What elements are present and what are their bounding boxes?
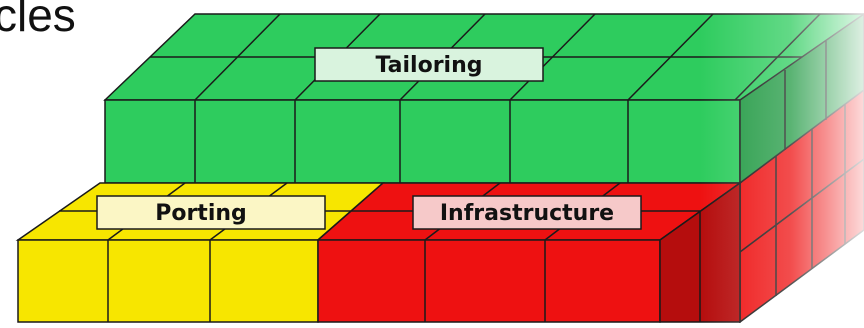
tailoring-label-box	[314, 47, 544, 82]
tailoring-label-text: Tailoring	[375, 53, 482, 78]
slide-title-fragment: cles	[0, 0, 76, 41]
infrastructure-block-front	[317, 239, 661, 323]
porting-front-grid	[107, 240, 211, 322]
tailoring-block-front	[104, 99, 741, 184]
infrastructure-label: Infrastructure	[412, 195, 642, 230]
tailoring-front-grid	[194, 100, 629, 183]
tailoring-label: Tailoring	[314, 47, 544, 82]
porting-block-front	[17, 239, 319, 323]
infrastructure-front-grid	[424, 240, 546, 322]
porting-label-text: Porting	[155, 201, 247, 226]
infrastructure-label-text: Infrastructure	[440, 201, 614, 226]
porting-label: Porting	[96, 195, 326, 230]
infrastructure-label-box	[412, 195, 642, 230]
right-fade-overlay	[700, 0, 864, 323]
porting-label-box	[96, 195, 326, 230]
